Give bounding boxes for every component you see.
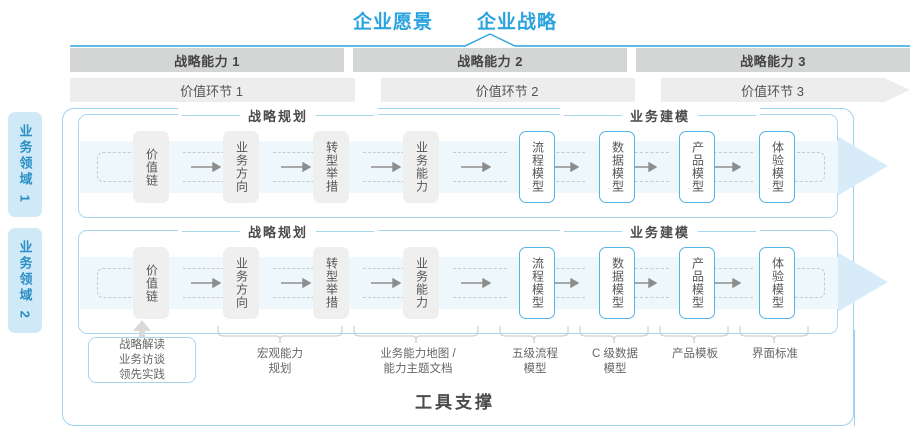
connector-arrow-1-7 (711, 162, 741, 172)
section-head-2-planning: 战略规划 (178, 222, 379, 240)
capability-cell-1[interactable]: 战略能力 1 (70, 48, 344, 72)
capability-gap-2 (627, 48, 636, 72)
capability-cell-2[interactable]: 战略能力 2 (353, 48, 627, 72)
node-1-2[interactable]: 业务方向 (223, 131, 259, 203)
enterprise-strategy-title: 企业战略 (477, 11, 558, 33)
value-link-notch-1 (355, 78, 381, 102)
section-head-2-modeling: 业务建模 (560, 222, 761, 240)
vision-strategy-header: 企业愿景 企业战略 (0, 6, 910, 34)
dash-track-2d (363, 268, 419, 298)
tool-label-1[interactable]: 宏观能力 规划 (257, 348, 303, 375)
tool-label-6[interactable]: 界面标准 (752, 348, 798, 360)
tool-connector-brace-2 (353, 326, 479, 343)
node-1-7[interactable]: 产品模型 (679, 131, 715, 203)
tool-connector-brace-5 (659, 326, 729, 343)
dash-track-2h (703, 268, 753, 298)
dash-track-2a (97, 268, 149, 298)
tool-connector-brace-6 (739, 326, 809, 343)
value-link-cell-3[interactable]: 价值环节 3 (661, 78, 884, 102)
section-line-right (698, 230, 757, 232)
row-flow-arrow-head-1 (830, 132, 888, 200)
node-2-5[interactable]: 流程模型 (519, 247, 555, 319)
vision-pointer-line (70, 33, 910, 47)
connector-arrow-1-3 (371, 162, 401, 172)
connector-arrow-2-4 (461, 278, 491, 288)
dash-track-2i (787, 268, 825, 298)
dash-track-2g (619, 268, 669, 298)
tool-connector-brace-3 (499, 326, 569, 343)
dash-track-1i (787, 152, 825, 182)
value-link-cell-2[interactable]: 价值环节 2 (381, 78, 633, 102)
section-line-left (182, 114, 240, 116)
domain-label-1[interactable]: 业务领域 1 (8, 112, 42, 217)
section-title: 战略规划 (248, 224, 309, 240)
section-title: 战略规划 (248, 108, 309, 124)
node-2-7[interactable]: 产品模型 (679, 247, 715, 319)
tool-connector-brace-4 (579, 326, 649, 343)
section-line-left (564, 230, 622, 232)
right-edge-divider (854, 330, 855, 426)
tool-label-5[interactable]: 产品模板 (672, 348, 718, 360)
dash-track-1g (619, 152, 669, 182)
connector-arrow-1-1 (191, 162, 221, 172)
connector-arrow-2-2 (281, 278, 311, 288)
domain-row-2: 价值链 业务方向 转型举措 业务能力 流程模型 数据模型 产品模型 体验模型 (78, 230, 838, 334)
connector-arrow-2-7 (711, 278, 741, 288)
capability-cell-3[interactable]: 战略能力 3 (636, 48, 910, 72)
value-link-chevron-bar: 价值环节 1 价值环节 2 价值环节 3 (70, 78, 910, 102)
tool-connector-arrow-0 (133, 320, 151, 340)
dash-track-2c (273, 268, 329, 298)
dash-track-2e (453, 268, 507, 298)
domain-row-1: 价值链 业务方向 转型举措 业务能力 流程模型 数据模型 产品模型 体验模型 (78, 114, 838, 218)
node-1-3[interactable]: 转型举措 (313, 131, 349, 203)
enterprise-vision-title: 企业愿景 (352, 11, 433, 33)
connector-arrow-1-2 (281, 162, 311, 172)
section-line-left (564, 114, 622, 116)
section-title: 业务建模 (630, 108, 691, 124)
node-1-8[interactable]: 体验模型 (759, 131, 795, 203)
dash-track-2f (541, 268, 585, 298)
dash-track-1b (183, 152, 239, 182)
node-1-1[interactable]: 价值链 (133, 131, 169, 203)
section-line-right (316, 230, 375, 232)
section-line-right (698, 114, 757, 116)
tool-label-3[interactable]: 五级流程 模型 (512, 348, 558, 375)
row-flow-arrow-head-2 (830, 248, 888, 316)
node-1-6[interactable]: 数据模型 (599, 131, 635, 203)
value-link-notch-2 (635, 78, 661, 102)
section-head-1-modeling: 业务建模 (560, 106, 761, 124)
value-link-tip-3 (884, 78, 910, 102)
dash-track-1d (363, 152, 419, 182)
dash-track-1h (703, 152, 753, 182)
node-2-8[interactable]: 体验模型 (759, 247, 795, 319)
node-2-4[interactable]: 业务能力 (403, 247, 439, 319)
node-2-1[interactable]: 价值链 (133, 247, 169, 319)
section-head-1-planning: 战略规划 (178, 106, 379, 124)
dash-track-1c (273, 152, 329, 182)
node-2-2[interactable]: 业务方向 (223, 247, 259, 319)
tool-connector-brace-1 (217, 326, 343, 343)
value-link-cell-1[interactable]: 价值环节 1 (70, 78, 353, 102)
node-1-5[interactable]: 流程模型 (519, 131, 555, 203)
tool-label-4[interactable]: C 级数据 模型 (592, 348, 638, 375)
strategic-capability-bar: 战略能力 1 战略能力 2 战略能力 3 (70, 48, 910, 72)
footer-title: 工具支撑 (415, 393, 495, 412)
connector-arrow-1-4 (461, 162, 491, 172)
dash-track-1a (97, 152, 149, 182)
node-2-3[interactable]: 转型举措 (313, 247, 349, 319)
section-title: 业务建模 (630, 224, 691, 240)
section-line-right (316, 114, 375, 116)
dash-track-2b (183, 268, 239, 298)
node-2-6[interactable]: 数据模型 (599, 247, 635, 319)
capability-gap-1 (344, 48, 353, 72)
node-1-4[interactable]: 业务能力 (403, 131, 439, 203)
dash-track-1f (541, 152, 585, 182)
domain-label-2[interactable]: 业务领域 2 (8, 228, 42, 333)
tool-label-0[interactable]: 战略解读 业务访谈 领先实践 (88, 337, 196, 383)
connector-arrow-2-1 (191, 278, 221, 288)
connector-arrow-2-3 (371, 278, 401, 288)
section-line-left (182, 230, 240, 232)
tool-label-2[interactable]: 业务能力地图 / 能力主题文档 (380, 348, 456, 375)
dash-track-1e (453, 152, 507, 182)
